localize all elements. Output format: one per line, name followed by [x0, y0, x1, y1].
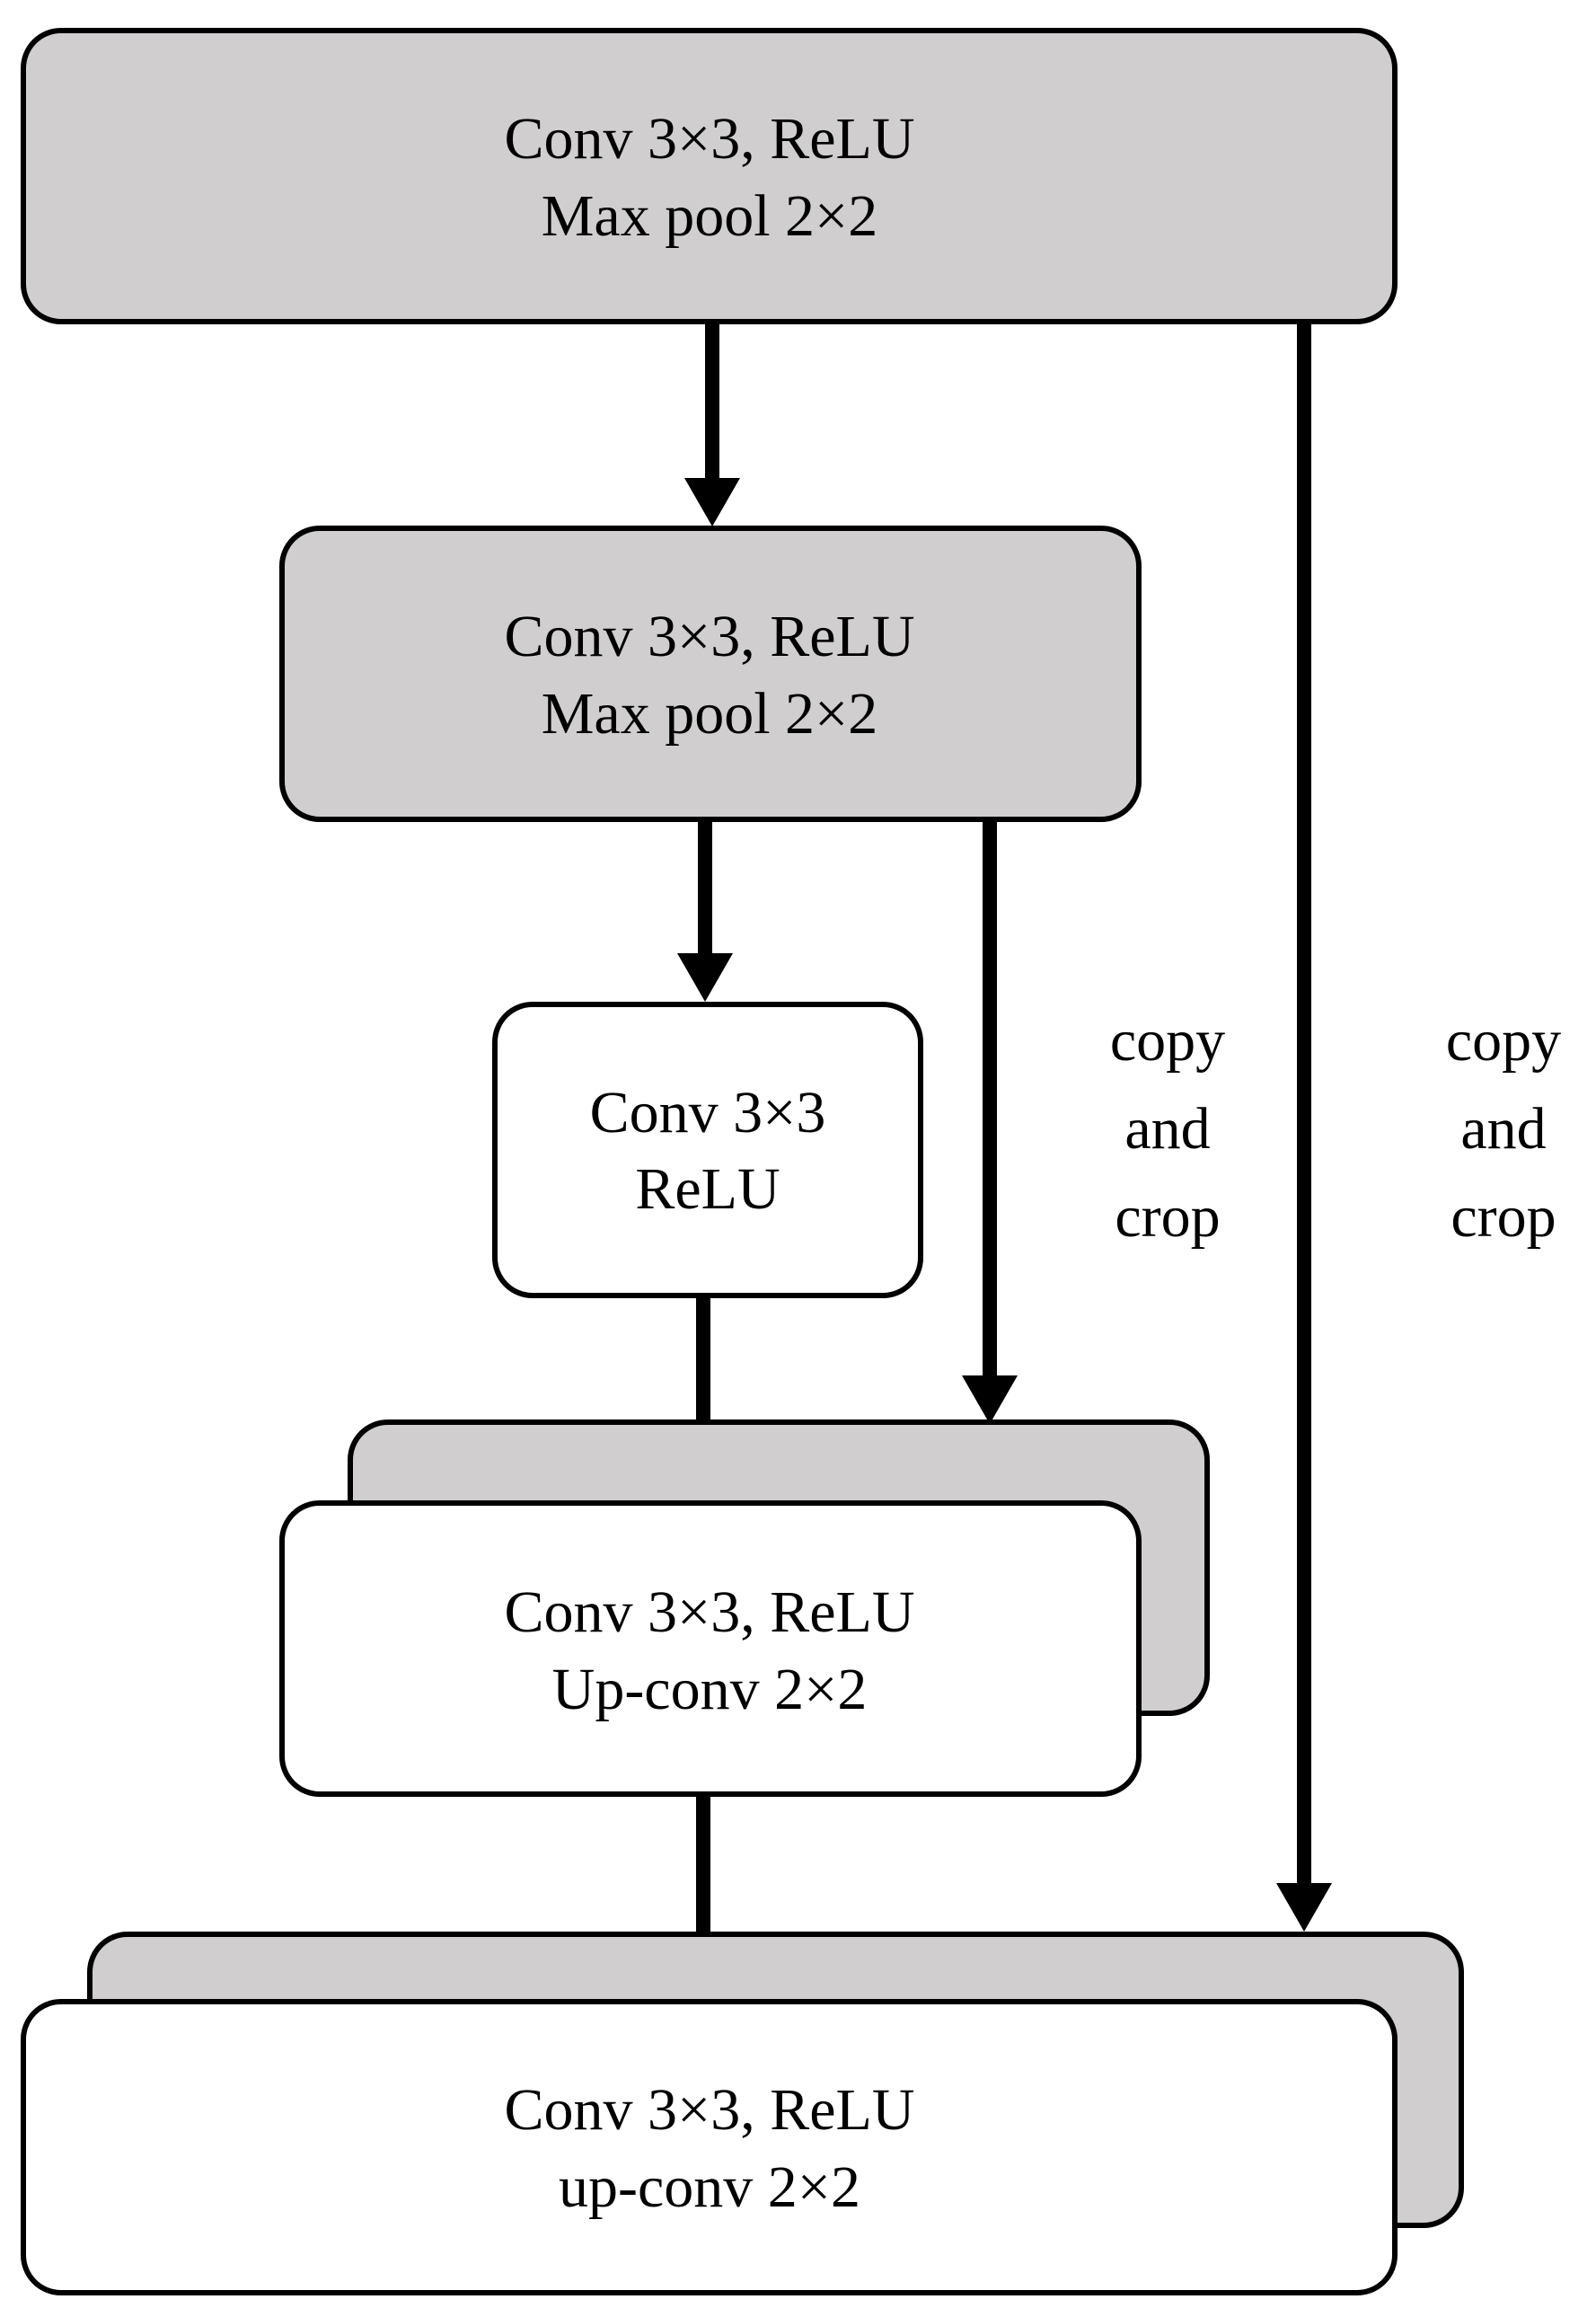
- bottleneck-block: Conv 3×3 ReLU: [492, 1002, 923, 1298]
- encoder-block-1-line2: Max pool 2×2: [542, 183, 878, 249]
- encoder-block-1-line1: Conv 3×3, ReLU: [504, 106, 914, 172]
- skip-label-outer: copy and crop: [1446, 1008, 1561, 1250]
- skip-label-outer-line2: and: [1460, 1096, 1546, 1162]
- decoder-block-2-line2: up-conv 2×2: [559, 2154, 860, 2220]
- decoder-block-1-line2: Up-conv 2×2: [552, 1657, 868, 1722]
- skip-label-inner-line3: crop: [1115, 1184, 1220, 1250]
- decoder-block-2: Conv 3×3, ReLU up-conv 2×2: [21, 1932, 1464, 2295]
- skip-label-inner-line1: copy: [1110, 1008, 1225, 1074]
- encoder-block-2-line1: Conv 3×3, ReLU: [504, 604, 914, 669]
- skip-label-outer-line3: crop: [1451, 1184, 1556, 1250]
- decoder-block-2-front-layer: [21, 1999, 1398, 2295]
- skip-label-inner-line2: and: [1124, 1096, 1210, 1162]
- decoder-block-1: Conv 3×3, ReLU Up-conv 2×2: [279, 1419, 1210, 1797]
- skip-label-outer-line1: copy: [1446, 1008, 1561, 1074]
- bottleneck-block-line1: Conv 3×3: [590, 1080, 826, 1145]
- decoder-block-1-front-layer: [279, 1500, 1142, 1797]
- encoder-block-1: Conv 3×3, ReLU Max pool 2×2: [21, 28, 1398, 324]
- encoder-block-2: Conv 3×3, ReLU Max pool 2×2: [279, 526, 1142, 822]
- encoder-block-2-line2: Max pool 2×2: [542, 681, 878, 747]
- arrow-encoder1-to-encoder2: [684, 323, 740, 526]
- decoder-block-2-line1: Conv 3×3, ReLU: [504, 2077, 914, 2143]
- arrow-skip-inner: [962, 822, 1018, 1424]
- arrow-encoder2-to-bottleneck: [677, 822, 733, 1002]
- arrow-skip-outer: [1276, 323, 1332, 1932]
- bottleneck-block-line2: ReLU: [635, 1156, 780, 1222]
- skip-label-inner: copy and crop: [1110, 1008, 1225, 1250]
- decoder-block-1-line1: Conv 3×3, ReLU: [504, 1579, 914, 1645]
